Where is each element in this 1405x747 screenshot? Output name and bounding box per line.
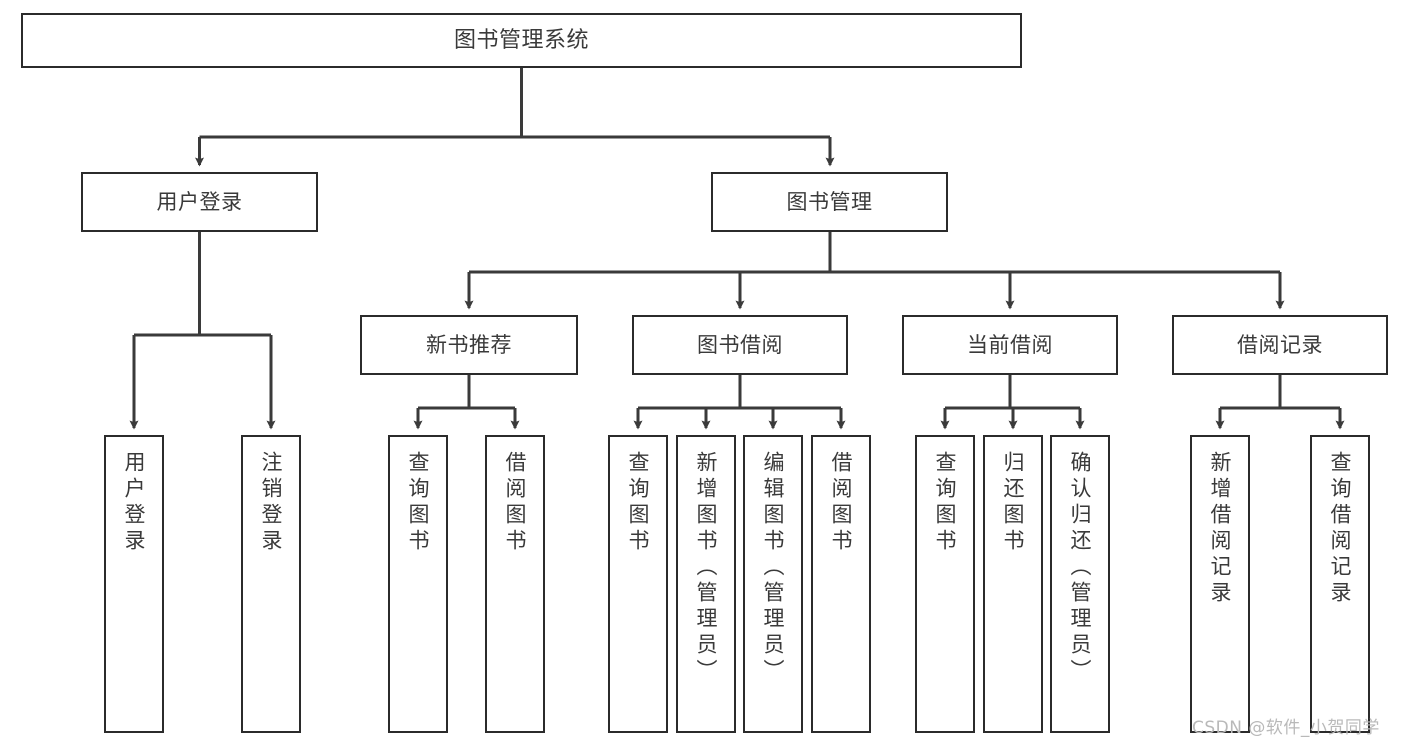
node-new-book-recommend[interactable]: 新书推荐	[360, 315, 578, 375]
node-leaf-query-book[interactable]: 查询图书	[608, 435, 668, 733]
node-leaf-query-borrow-record[interactable]: 查询借阅记录	[1310, 435, 1370, 733]
node-leaf-user-login-label: 用户登录	[122, 451, 147, 555]
node-root-system[interactable]: 图书管理系统	[21, 13, 1022, 68]
node-leaf-query-book-current[interactable]: 查询图书	[915, 435, 975, 733]
node-leaf-query-borrow-record-label: 查询借阅记录	[1328, 451, 1353, 607]
node-current-borrow[interactable]: 当前借阅	[902, 315, 1118, 375]
node-leaf-logout[interactable]: 注销登录	[241, 435, 301, 733]
node-leaf-confirm-return-admin[interactable]: 确认归还（管理员）	[1050, 435, 1110, 733]
node-leaf-query-book-current-label: 查询图书	[933, 451, 958, 555]
watermark-text: CSDN @软件_小贺同学	[1192, 718, 1380, 738]
node-borrow-records-label: 借阅记录	[1237, 332, 1323, 357]
node-leaf-borrow-book-new-label: 借阅图书	[503, 451, 528, 555]
node-book-borrow-label: 图书借阅	[697, 332, 783, 357]
node-leaf-return-book-label: 归还图书	[1001, 451, 1026, 555]
node-leaf-add-borrow-record-label: 新增借阅记录	[1208, 451, 1233, 607]
node-leaf-query-book-new-label: 查询图书	[406, 451, 431, 555]
node-user-login-label: 用户登录	[156, 189, 243, 214]
node-leaf-query-book-new[interactable]: 查询图书	[388, 435, 448, 733]
node-leaf-query-book-label: 查询图书	[626, 451, 651, 555]
node-current-borrow-label: 当前借阅	[967, 332, 1053, 357]
node-book-management-label: 图书管理	[786, 189, 873, 214]
node-book-borrow[interactable]: 图书借阅	[632, 315, 848, 375]
node-leaf-add-book-admin-label: 新增图书（管理员）	[694, 451, 719, 685]
node-new-book-recommend-label: 新书推荐	[426, 332, 512, 357]
node-user-login[interactable]: 用户登录	[81, 172, 318, 232]
node-leaf-confirm-return-admin-label: 确认归还（管理员）	[1068, 451, 1093, 685]
node-leaf-logout-label: 注销登录	[259, 451, 284, 555]
node-leaf-borrow-book-new[interactable]: 借阅图书	[485, 435, 545, 733]
node-leaf-edit-book-admin[interactable]: 编辑图书（管理员）	[743, 435, 803, 733]
node-borrow-records[interactable]: 借阅记录	[1172, 315, 1388, 375]
node-leaf-edit-book-admin-label: 编辑图书（管理员）	[761, 451, 786, 685]
node-book-management[interactable]: 图书管理	[711, 172, 948, 232]
node-root-system-label: 图书管理系统	[453, 27, 589, 53]
node-leaf-add-borrow-record[interactable]: 新增借阅记录	[1190, 435, 1250, 733]
node-leaf-borrow-book-label: 借阅图书	[829, 451, 854, 555]
node-leaf-add-book-admin[interactable]: 新增图书（管理员）	[676, 435, 736, 733]
node-leaf-borrow-book[interactable]: 借阅图书	[811, 435, 871, 733]
node-leaf-user-login[interactable]: 用户登录	[104, 435, 164, 733]
node-leaf-return-book[interactable]: 归还图书	[983, 435, 1043, 733]
